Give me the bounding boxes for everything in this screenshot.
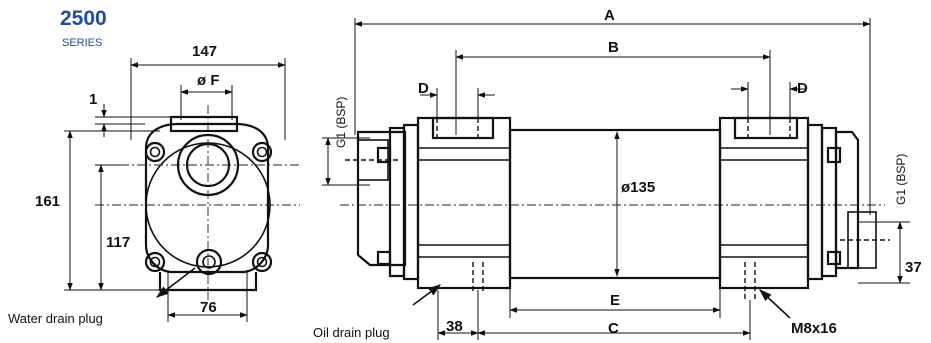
dim-height-117: 117 <box>106 234 130 251</box>
series-label: SERIES <box>62 37 102 49</box>
front-view: 147 ø F 1 <box>35 43 300 322</box>
dim-length-a: A <box>604 7 615 24</box>
dim-offset-38: 38 <box>446 318 463 335</box>
dim-port-d-left: D <box>418 80 429 97</box>
dim-base-c: C <box>608 320 619 337</box>
dim-height-161: 161 <box>35 193 60 210</box>
side-view: A B D D G1 (BSP) <box>322 7 922 340</box>
bolt-size-label: M8x16 <box>791 320 837 337</box>
thread-label-left: G1 (BSP) <box>334 97 348 148</box>
dim-spacing-b: B <box>608 39 619 56</box>
dim-width-147: 147 <box>192 43 217 60</box>
dim-foot-76: 76 <box>200 299 217 316</box>
water-drain-label: Water drain plug <box>8 311 103 326</box>
oil-drain-label: Oil drain plug <box>313 325 390 340</box>
dim-flange-1: 1 <box>89 91 97 108</box>
dim-mount-e: E <box>610 292 620 309</box>
dim-diameter-f: ø F <box>197 72 220 89</box>
dim-shell-diameter: ø135 <box>621 179 655 196</box>
dim-port-d-right: D <box>797 80 808 97</box>
dim-height-37: 37 <box>905 259 922 276</box>
series-number: 2500 <box>60 7 107 30</box>
thread-label-right: G1 (BSP) <box>894 154 908 205</box>
